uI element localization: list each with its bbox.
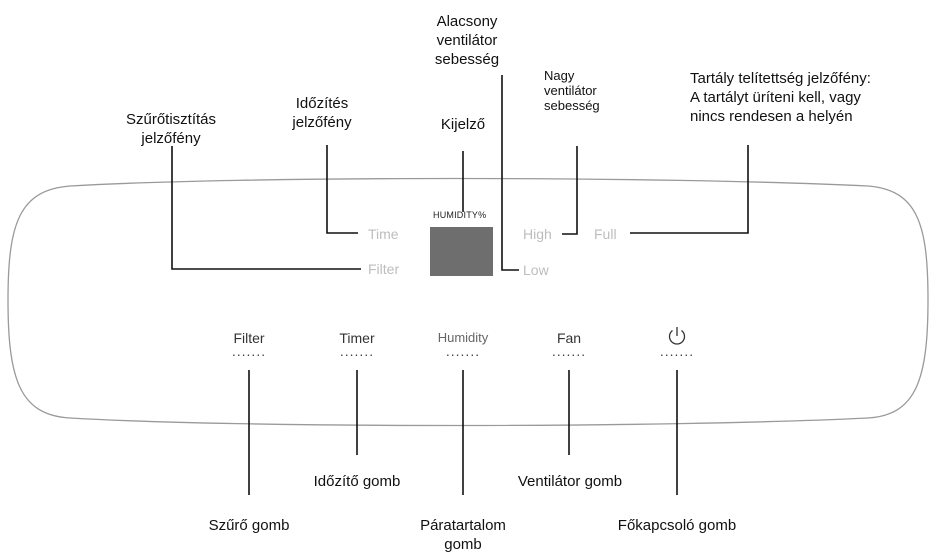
indicator-full: Full (594, 226, 617, 242)
callout-power-button: Főkapcsoló gomb (617, 517, 737, 534)
leader-filter-indicator (171, 146, 361, 270)
callout-tank-full: Tartály telítettség jelzőfény: A tartály… (690, 70, 871, 125)
filter-button-dots: ....... (231, 343, 267, 359)
callout-filter-indicator: Szűrőtisztítás jelzőfény (125, 111, 217, 147)
humidity-button-label: Humidity (437, 330, 489, 345)
callout-fan-button: Ventilátor gomb (517, 473, 623, 490)
callout-humidity-button: Páratartalom gomb (420, 517, 506, 553)
display-screen (430, 227, 493, 276)
callout-high-fan-speed: Nagy ventilátor sebesség (544, 68, 600, 113)
leader-timer-indicator (326, 145, 358, 234)
control-panel-outline (7, 177, 929, 427)
humidity-button[interactable]: Humidity ....... (428, 329, 498, 359)
timer-button[interactable]: Timer ....... (322, 329, 392, 359)
callout-timer-indicator: Időzítés jelzőfény (292, 95, 352, 131)
power-button-dots: ....... (659, 343, 695, 359)
leader-low-fan-speed (501, 75, 519, 271)
filter-button-label: Filter (233, 330, 265, 346)
power-icon (668, 327, 686, 345)
fan-button-label: Fan (556, 330, 582, 346)
indicator-filter: Filter (368, 261, 400, 277)
power-button[interactable]: ....... (642, 343, 712, 359)
fan-button[interactable]: Fan ....... (534, 329, 604, 359)
indicator-high: High (523, 226, 552, 242)
humidity-display-label: HUMIDITY% (433, 210, 487, 220)
callout-low-fan-speed: Alacsony ventilátor sebesség (434, 13, 500, 68)
indicator-low: Low (523, 262, 549, 278)
humidity-button-dots: ....... (445, 343, 481, 359)
timer-button-label: Timer (339, 330, 375, 346)
timer-button-dots: ....... (339, 343, 375, 359)
leader-tank-full (630, 145, 749, 234)
leader-high-fan-speed (562, 146, 578, 235)
indicator-time: Time (368, 226, 399, 242)
callout-display: Kijelző (440, 116, 486, 133)
callout-filter-button: Szűrő gomb (208, 517, 290, 534)
fan-button-dots: ....... (551, 343, 587, 359)
filter-button[interactable]: Filter ....... (214, 329, 284, 359)
callout-timer-button: Időzítő gomb (313, 473, 401, 490)
